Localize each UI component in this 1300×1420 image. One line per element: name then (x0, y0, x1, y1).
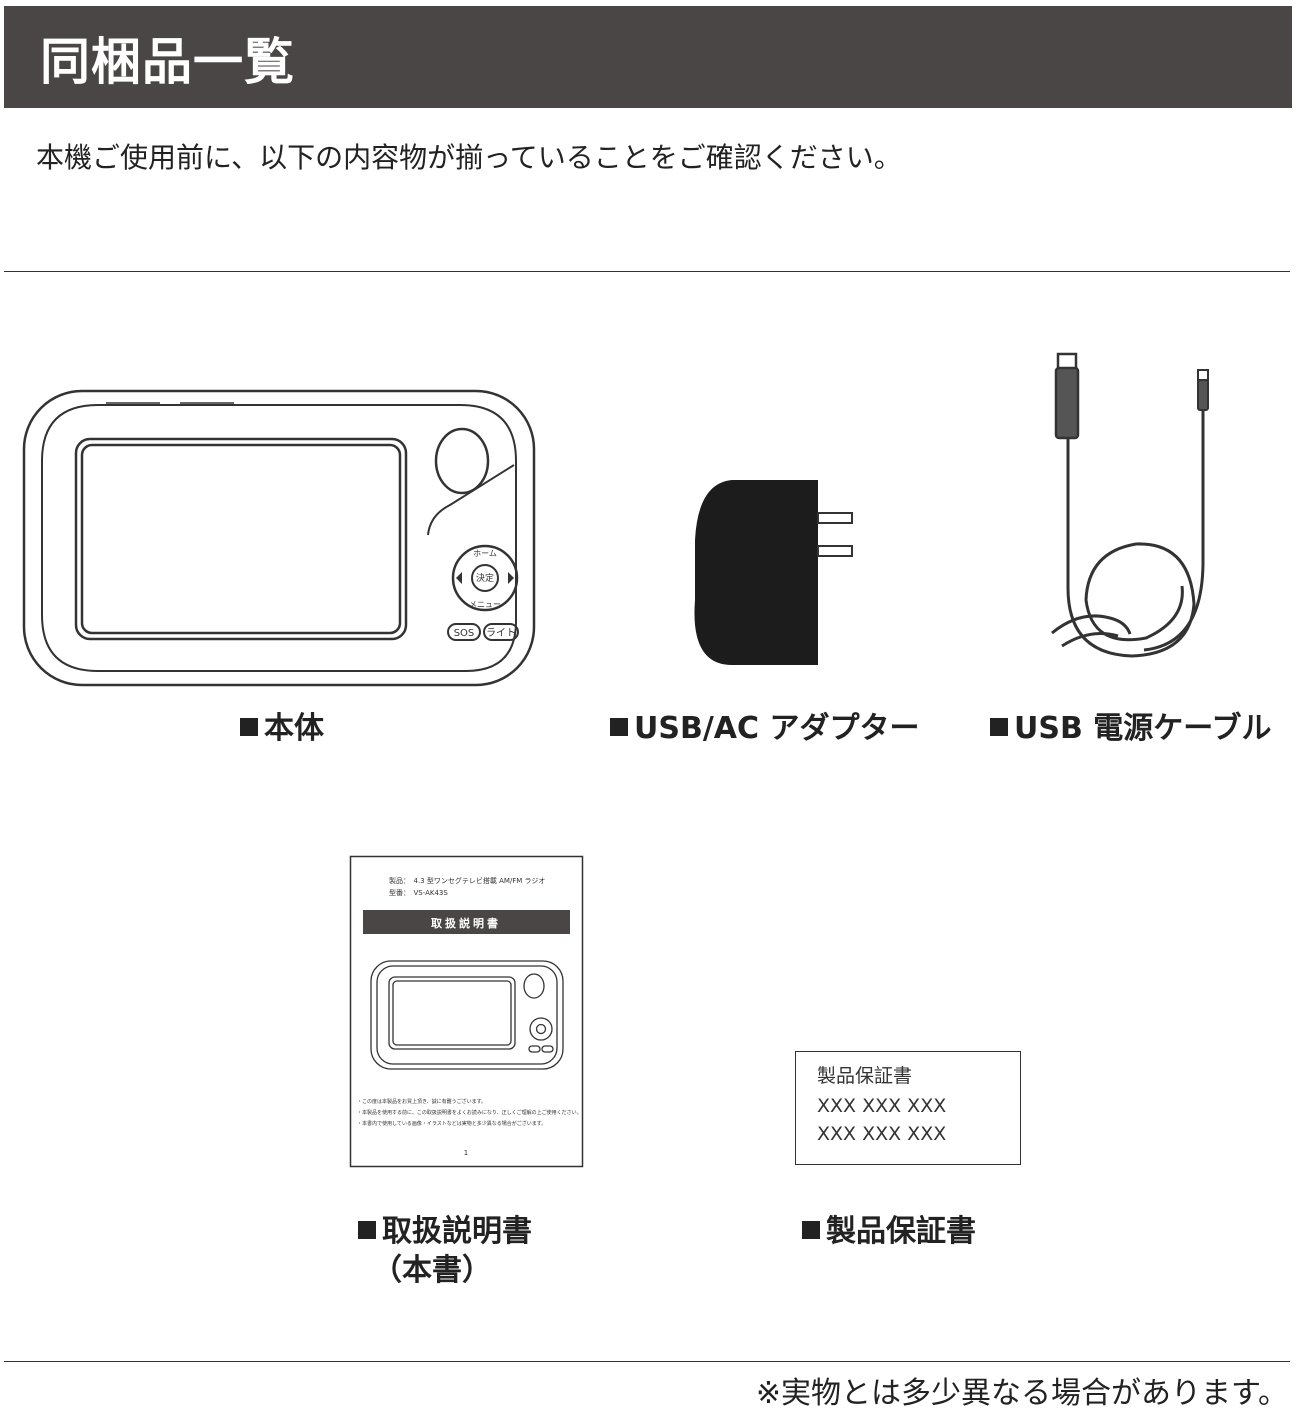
bullet-square-icon (240, 718, 258, 736)
manual-title: 取扱説明書 (431, 916, 501, 930)
warranty-title: 製品保証書 (817, 1065, 913, 1087)
divider-top (4, 271, 1290, 272)
bullet-square-icon (610, 718, 628, 736)
ok-button-label: 決定 (476, 572, 494, 584)
divider-bottom (4, 1361, 1290, 1362)
warranty-line-1: XXX XXX XXX (817, 1095, 947, 1117)
manual-page-number: 1 (464, 1149, 468, 1157)
device-illustration: ホーム 決定 メニュー SOS ライト (22, 389, 536, 687)
item-label-usb-cable: USB 電源ケーブル (990, 710, 1271, 748)
sos-button-label: SOS (454, 628, 475, 639)
item-label-main-unit: 本体 (240, 710, 324, 748)
ac-adapter-illustration (694, 480, 853, 665)
bullet-square-icon (358, 1221, 376, 1239)
manual-note-3: ・本書内で使用している画像・イラストなどは実物と多少異なる場合がございます。 (357, 1120, 546, 1127)
bullet-square-icon (990, 718, 1008, 736)
manual-note-1: ・この度は本製品をお買上頂き、誠に有難うございます。 (357, 1098, 486, 1105)
manual-product-line: 製品： 4.3 型ワンセグテレビ搭載 AM/FM ラジオ (389, 876, 545, 885)
item-label-manual-sub: （本書） (372, 1253, 492, 1288)
item-label-manual: 取扱説明書 (358, 1213, 532, 1251)
footnote: ※実物とは多少異なる場合があります。 (755, 1376, 1288, 1411)
light-button-label: ライト (486, 627, 516, 639)
header-bar: 同梱品一覧 (4, 6, 1292, 108)
page-title: 同梱品一覧 (40, 33, 295, 91)
item-label-ac-adapter: USB/AC アダプター (610, 710, 919, 748)
manual-model-line: 型番： VS-AK43S (389, 888, 448, 897)
usb-cable-illustration (1051, 352, 1209, 658)
warranty-line-2: XXX XXX XXX (817, 1123, 947, 1145)
dpad: ホーム 決定 メニュー (451, 544, 519, 612)
manual-illustration: 製品： 4.3 型ワンセグテレビ搭載 AM/FM ラジオ 型番： VS-AK43… (349, 855, 584, 1168)
home-button-label: ホーム (473, 549, 497, 558)
intro-text: 本機ご使用前に、以下の内容物が揃っていることをご確認ください。 (36, 141, 902, 174)
manual-note-2: ・本製品を使用する前に、この取扱説明書をよくお読みになり、正しくご理解の上ご使用… (357, 1109, 582, 1116)
item-label-warranty: 製品保証書 (802, 1213, 976, 1251)
bullet-square-icon (802, 1221, 820, 1239)
menu-button-label: メニュー (469, 600, 501, 609)
warranty-card: 製品保証書 XXX XXX XXX XXX XXX XXX (795, 1051, 1021, 1165)
